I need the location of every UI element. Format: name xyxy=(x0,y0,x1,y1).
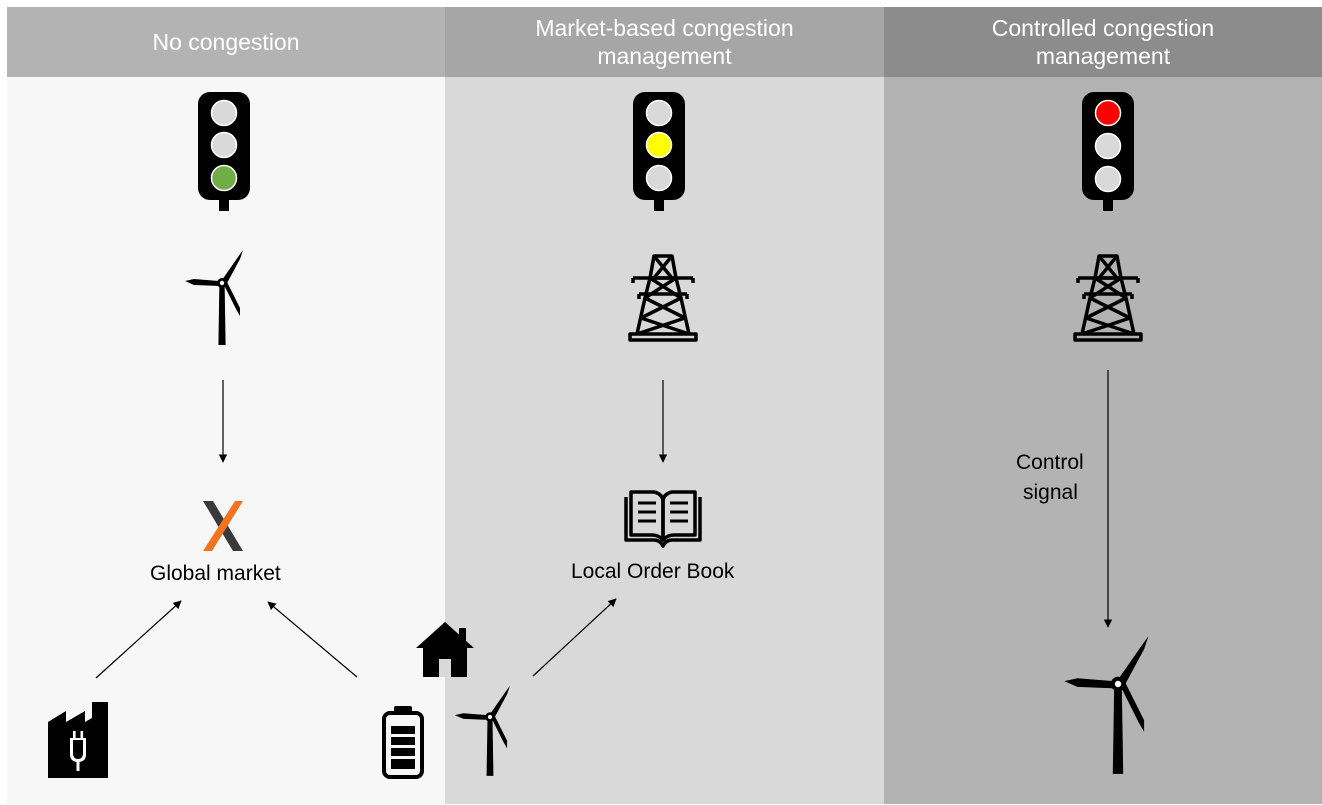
market-x-logo-icon xyxy=(203,501,243,551)
light-yellow xyxy=(645,131,673,159)
header-text-line2: management xyxy=(597,43,732,69)
arrow-battery-to-market xyxy=(267,601,358,678)
global-market-label: Global market xyxy=(150,562,281,585)
header-text-line1: Market-based congestion xyxy=(535,15,794,41)
factory-plug-icon xyxy=(48,702,108,778)
wind-turbine-icon xyxy=(185,250,243,345)
light-middle xyxy=(1094,132,1122,160)
battery-icon xyxy=(382,706,424,779)
wind-turbine-icon xyxy=(454,685,510,776)
header-text: No congestion xyxy=(152,29,300,55)
header-text-line2: management xyxy=(1035,43,1171,69)
traffic-light-icon xyxy=(198,92,250,211)
light-green xyxy=(210,164,238,192)
light-top xyxy=(210,99,238,127)
column-controlled: Controlled congestion management xyxy=(884,7,1322,804)
header-market-based: Market-based congestion management xyxy=(445,7,884,77)
traffic-light-icon xyxy=(633,92,685,211)
light-top xyxy=(645,99,673,127)
power-pylon-icon xyxy=(628,254,698,342)
header-controlled: Controlled congestion management xyxy=(884,7,1322,77)
control-signal-label-line1: Control xyxy=(1016,451,1084,474)
house-icon xyxy=(416,622,474,677)
light-red xyxy=(1094,99,1122,127)
header-no-congestion: No congestion xyxy=(7,7,445,77)
power-pylon-icon xyxy=(1073,254,1143,342)
open-book-icon xyxy=(624,490,702,548)
light-middle xyxy=(210,131,238,159)
control-signal-label-line2: signal xyxy=(1023,481,1078,504)
header-text-line1: Controlled congestion xyxy=(991,15,1215,41)
arrow-factory-to-market xyxy=(95,600,182,679)
local-order-book-label: Local Order Book xyxy=(571,560,735,583)
traffic-light-icon xyxy=(1082,92,1134,211)
wind-turbine-icon xyxy=(1064,636,1149,774)
light-bottom xyxy=(645,164,673,192)
arrow-home-to-orderbook xyxy=(532,598,617,677)
light-bottom xyxy=(1094,165,1122,193)
